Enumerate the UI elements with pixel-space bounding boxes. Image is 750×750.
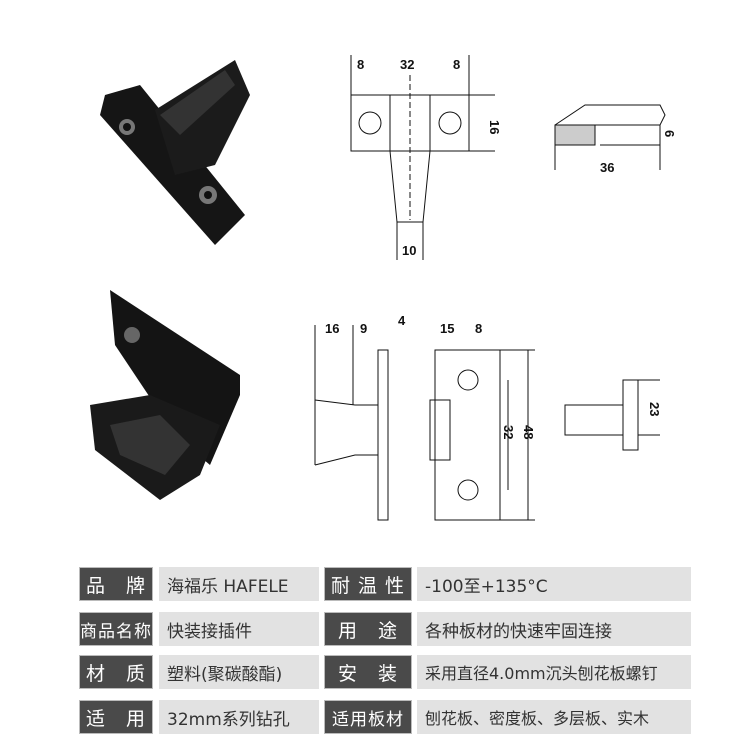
spec-value: 海福乐 HAFELE xyxy=(159,567,319,601)
dim-label: 15 xyxy=(440,321,454,336)
spec-label: 适 用 xyxy=(79,700,153,734)
spec-value: 32mm系列钻孔 xyxy=(159,700,319,734)
bottom-front-view-drawing: 15 8 32 48 xyxy=(429,321,536,521)
dim-label: 8 xyxy=(453,57,460,72)
spec-label: 材 质 xyxy=(79,655,153,689)
dim-label: 36 xyxy=(600,160,614,175)
bottom-end-view-drawing: 23 xyxy=(564,379,662,451)
spec-label: 商品名称 xyxy=(79,612,153,646)
bottom-side-view-drawing: 16 9 4 xyxy=(314,313,406,521)
spec-value: 塑料(聚碳酸酯) xyxy=(159,655,319,689)
dim-label: 48 xyxy=(521,425,536,439)
spec-value: -100至+135°C xyxy=(417,567,691,601)
connector-part-b-photo xyxy=(90,290,240,500)
dim-label: 23 xyxy=(647,402,662,416)
spec-label: 耐 温 性 xyxy=(324,567,412,601)
spec-value: 采用直径4.0mm沉头刨花板螺钉 xyxy=(417,655,691,689)
dim-label: 16 xyxy=(487,120,502,134)
spec-label: 品 牌 xyxy=(79,567,153,601)
dim-label: 4 xyxy=(398,313,406,328)
spec-label: 安 装 xyxy=(324,655,412,689)
dim-label: 32 xyxy=(400,57,414,72)
dim-label: 9 xyxy=(360,321,367,336)
connector-part-a-photo xyxy=(100,60,250,245)
dim-label: 8 xyxy=(475,321,482,336)
dim-label: 16 xyxy=(325,321,339,336)
top-front-view-drawing: 8 32 8 16 10 xyxy=(350,55,502,260)
spec-value: 刨花板、密度板、多层板、实木 xyxy=(417,700,691,734)
dim-label: 10 xyxy=(402,243,416,258)
spec-label: 适用板材 xyxy=(324,700,412,734)
dim-label: 32 xyxy=(501,425,516,439)
dim-label: 6 xyxy=(662,130,677,137)
spec-value: 各种板材的快速牢固连接 xyxy=(417,612,691,646)
dim-label: 8 xyxy=(357,57,364,72)
spec-label: 用 途 xyxy=(324,612,412,646)
top-side-view-drawing: 36 6 xyxy=(554,104,677,175)
spec-value: 快装接插件 xyxy=(159,612,319,646)
